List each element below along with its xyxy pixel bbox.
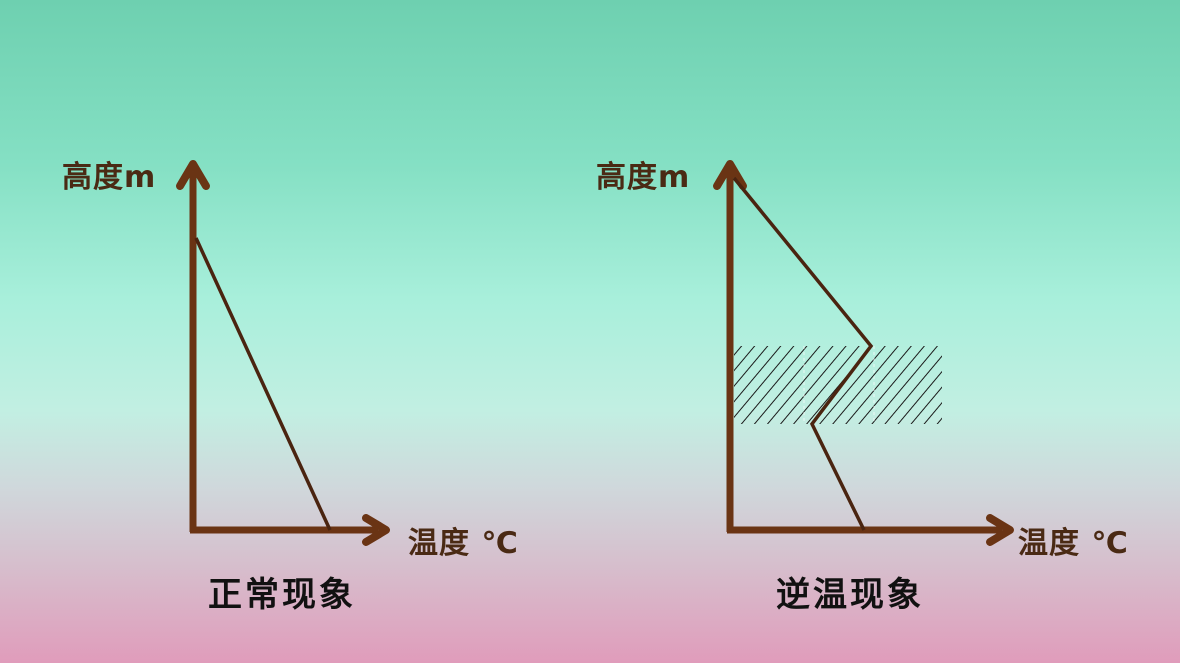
left-caption: 正常现象	[208, 575, 356, 615]
right-y-axis-label: 高度m	[596, 160, 691, 195]
left-y-axis-label: 高度m	[62, 160, 157, 195]
x-axis-arrow-icon	[986, 514, 1014, 546]
left-x-axis-label: 温度 ℃	[408, 526, 519, 561]
y-axis-arrow-icon	[713, 160, 747, 190]
normal-chart	[176, 160, 390, 546]
y-axis-arrow-icon	[176, 160, 210, 190]
temperature-profile-line	[194, 237, 332, 531]
inversion-layer-hatch	[734, 346, 942, 424]
temperature-profile-line	[732, 176, 874, 531]
right-caption: 逆温现象	[776, 575, 924, 615]
inversion-chart	[713, 160, 1014, 546]
right-x-axis-label: 温度 ℃	[1018, 526, 1129, 561]
x-axis-arrow-icon	[362, 514, 390, 546]
